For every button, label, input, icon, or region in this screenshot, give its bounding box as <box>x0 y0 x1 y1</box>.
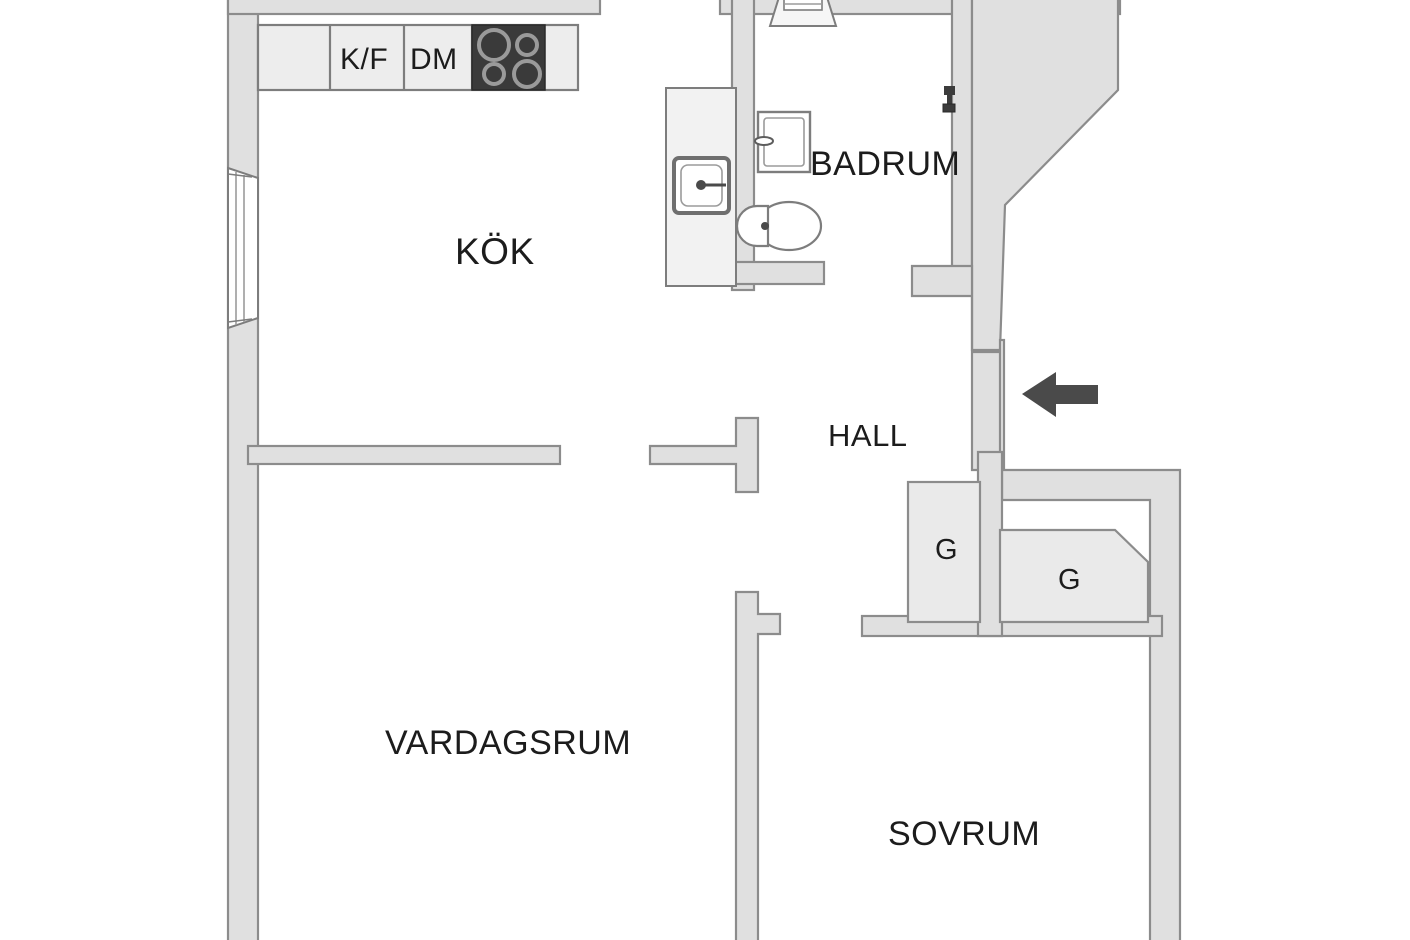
water-valve-body <box>944 86 955 95</box>
stove-burner-3 <box>482 62 506 86</box>
room-label-livingroom: VARDAGSRUM <box>385 724 632 762</box>
wall-exterior-left <box>226 0 260 940</box>
closet-label-right: G <box>1058 564 1082 596</box>
closet-group <box>906 480 1150 624</box>
stove-burner-4 <box>512 59 542 89</box>
closet-right-area <box>998 528 1150 624</box>
room-label-kitchen: KÖK <box>455 231 535 272</box>
room-label-bedroom: SOVRUM <box>888 815 1041 853</box>
wall-living-bedroom-divider <box>734 590 782 940</box>
window-frame-top <box>227 173 253 178</box>
window-reveal <box>227 166 259 330</box>
wall-closet-divider <box>976 450 1004 638</box>
stove-burner-2 <box>515 33 539 57</box>
ventilation-duct-inner <box>783 0 823 11</box>
room-label-bathroom: BADRUM <box>810 145 961 183</box>
entrance-direction-arrow <box>1022 372 1098 417</box>
wall-doorway-jamb-kitchen <box>648 416 760 494</box>
wall-exterior-top-kitchen <box>226 0 602 16</box>
shower-column-group <box>665 87 737 287</box>
bathroom-sink-faucet <box>754 136 774 146</box>
toilet-flush-button <box>761 222 769 230</box>
appliance-label-fridge-freezer: K/F <box>340 43 389 76</box>
closet-label-left: G <box>935 534 959 566</box>
closet-left-area <box>906 480 982 624</box>
stove-burner-1 <box>477 28 511 62</box>
entrance-arrow-shape <box>1022 372 1098 417</box>
wall-bathroom-bottom <box>730 260 826 286</box>
wall-group <box>226 0 1182 940</box>
toilet-cistern <box>735 204 770 248</box>
window-group <box>227 166 259 330</box>
water-valve-base <box>942 103 956 113</box>
wall-kitchen-living-divider <box>246 444 562 466</box>
room-label-hall: HALL <box>828 418 908 453</box>
kitchen-counter-group <box>256 23 580 92</box>
wall-exterior-right-upper <box>970 0 1120 352</box>
water-valve-stem <box>947 95 952 104</box>
appliance-label-dishwasher: DM <box>410 43 458 76</box>
toilet-group <box>735 200 823 252</box>
window-frame-bottom <box>227 318 253 323</box>
wall-bathroom-right <box>950 0 974 280</box>
ventilation-duct-group <box>768 0 838 27</box>
water-valve-group <box>942 86 956 113</box>
bathroom-sink-group <box>754 110 812 174</box>
